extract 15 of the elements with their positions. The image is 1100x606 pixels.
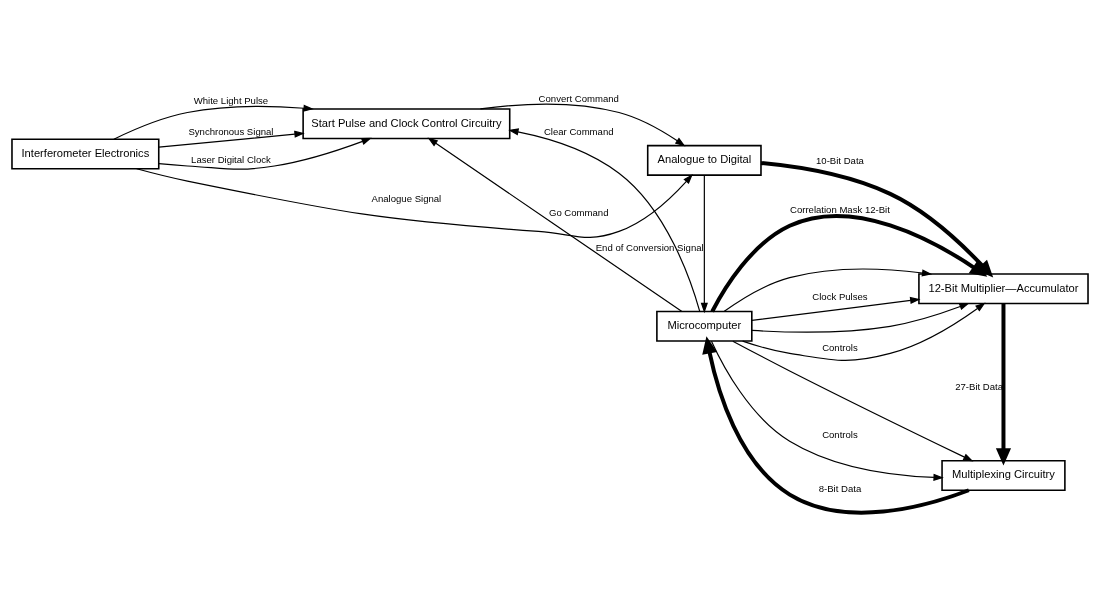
edge-label: End of Conversion Signal xyxy=(595,241,704,253)
edge-label: Analogue Signal xyxy=(371,192,442,204)
edge-label: White Light Pulse xyxy=(193,94,269,106)
edge-label: Laser Digital Clock xyxy=(191,153,271,165)
edge-label: 10-Bit Data xyxy=(816,154,864,166)
edge-label: Synchronous Signal xyxy=(188,125,274,137)
edge-label: Clock Pulses xyxy=(812,290,868,302)
edge-label: Controls xyxy=(822,341,858,353)
edge-label: 27-Bit Data xyxy=(955,380,1004,392)
edge-label: Controls xyxy=(822,428,858,440)
edge-label: Go Command xyxy=(548,206,609,218)
edge-label: Clear Command xyxy=(543,125,614,137)
edge-label: 8-Bit Data xyxy=(818,482,862,494)
edge-label: Convert Command xyxy=(538,92,619,104)
edge-label: Correlation Mask 12-Bit xyxy=(789,203,890,215)
